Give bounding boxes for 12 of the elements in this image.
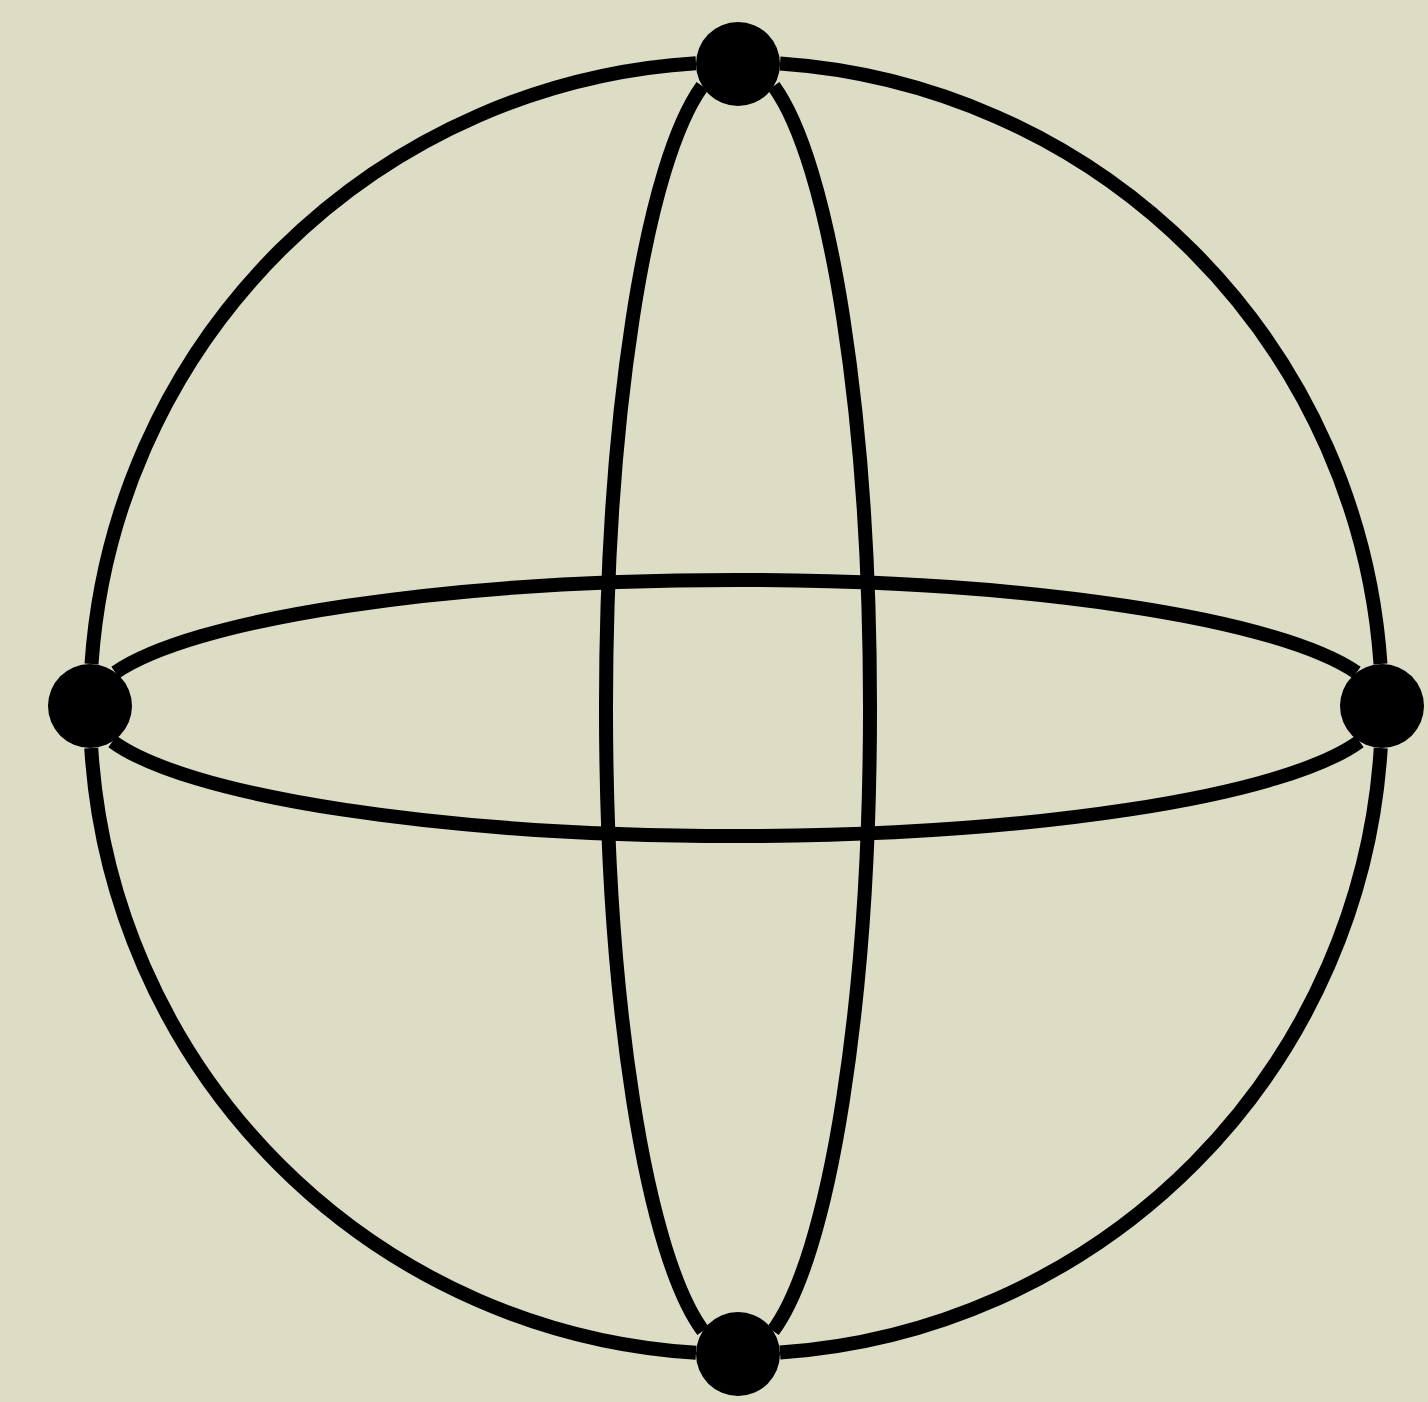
curved-line bbox=[767, 82, 877, 1335]
vertex-dot bbox=[1340, 664, 1424, 748]
vertex-dot bbox=[696, 1312, 780, 1396]
curved-line bbox=[111, 573, 1361, 679]
curved-line bbox=[779, 747, 1388, 1360]
curved-line bbox=[108, 735, 1364, 843]
vertex-dot bbox=[696, 22, 780, 106]
curved-line bbox=[599, 82, 709, 1335]
curved-line bbox=[84, 747, 697, 1360]
vertex-dot bbox=[48, 664, 132, 748]
curved-line bbox=[779, 56, 1388, 665]
curved-line bbox=[84, 56, 697, 665]
